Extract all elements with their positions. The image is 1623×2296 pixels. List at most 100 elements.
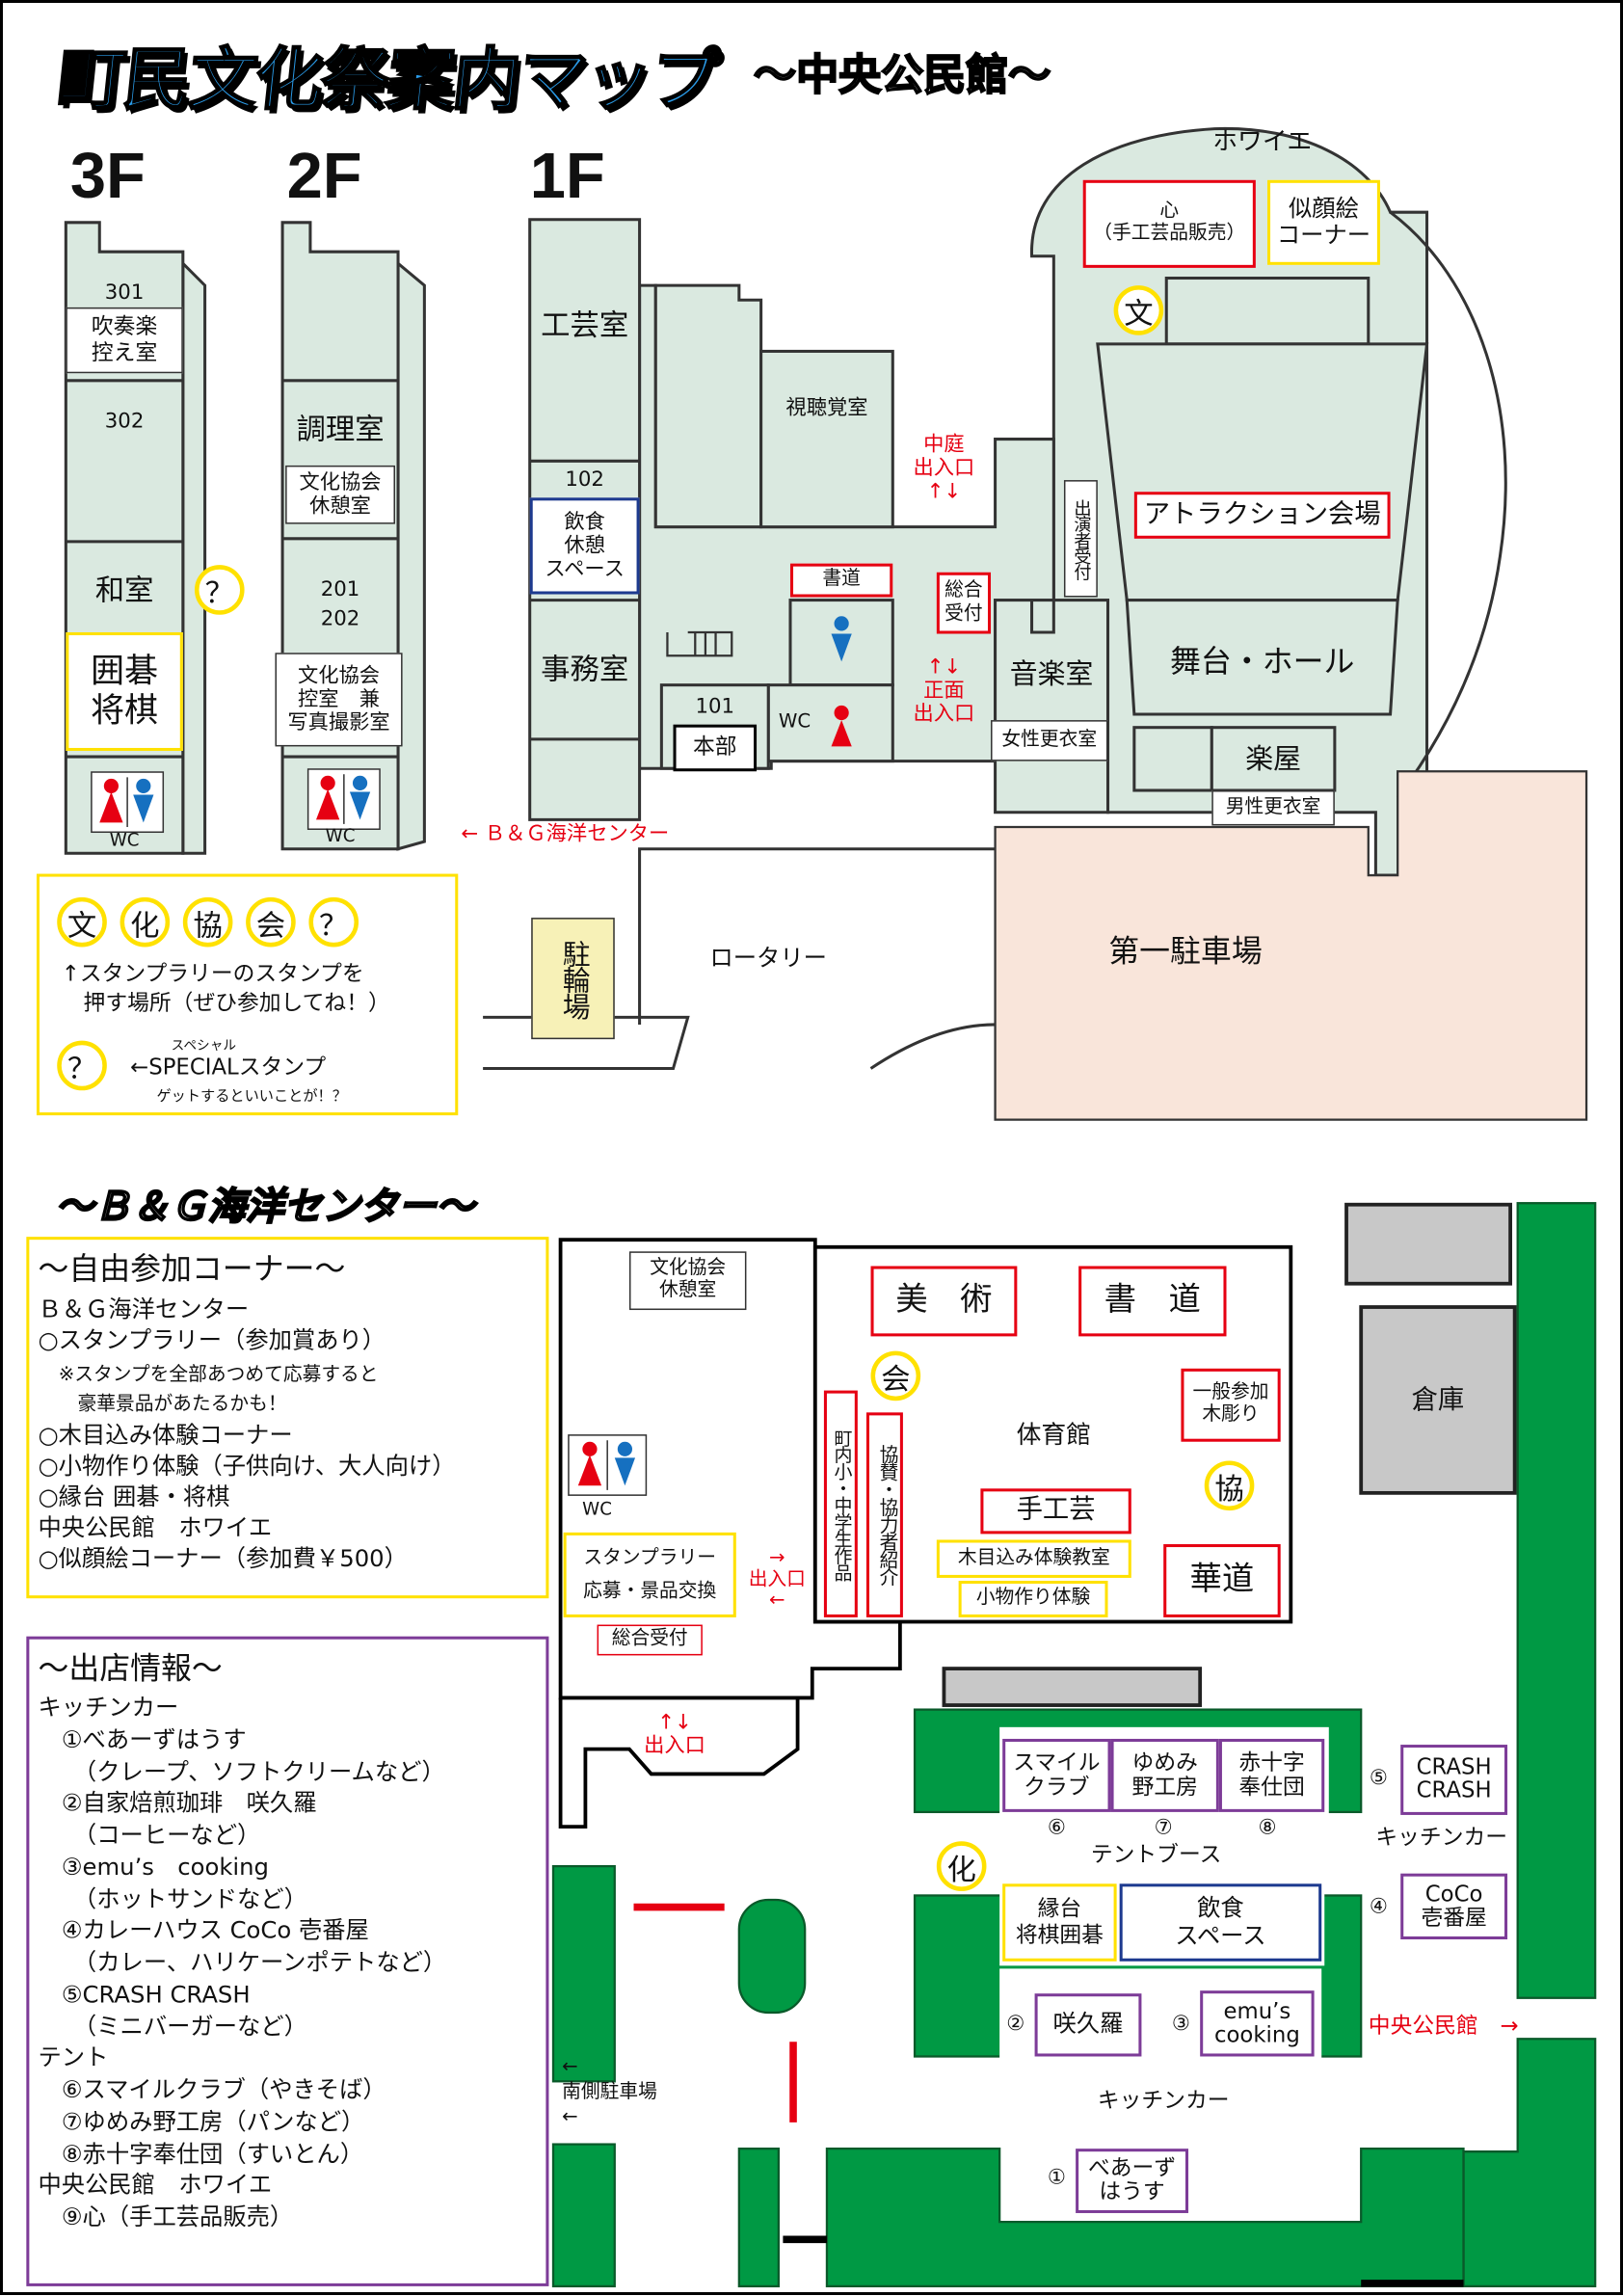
kitchen-car-label: キッチンカー	[1375, 1824, 1508, 1851]
stamp-bun: 文	[57, 896, 107, 948]
map-title: 町民文化祭案内マップ	[53, 39, 722, 120]
bicycle-parking: 駐輪場	[531, 918, 615, 1040]
stamp-kyo: 協	[182, 896, 233, 948]
kitchen-number: ④	[1369, 1895, 1388, 1919]
free-corner-note: ※スタンプを全部あつめて応募すると 豪華景品があたるかも！	[58, 1364, 379, 1415]
womens-changing-room: 女性更衣室	[991, 720, 1108, 761]
floor2-building	[280, 221, 400, 851]
floor-label-1f: 1F	[529, 140, 605, 213]
kitchen-coco-ichibanya: CoCo 壱番屋	[1400, 1873, 1508, 1940]
free-corner-lines: Ｂ＆Ｇ海洋センター ○スタンプラリー（参加賞あり）	[38, 1295, 386, 1354]
stamp-question: ？	[308, 896, 359, 948]
greenroom	[1210, 726, 1337, 792]
bg-culture-rest-room: 文化協会 休憩室	[628, 1251, 747, 1311]
direction-to-bg-center[interactable]: ← Ｂ＆Ｇ海洋センター	[461, 822, 670, 846]
room-av	[759, 349, 894, 529]
special-ruby: スペシャル	[171, 1039, 237, 1055]
direction-south-parking[interactable]: ← 南側駐車場 ←	[562, 2056, 657, 2128]
shop-info-box: ～出店情報～ キッチンカー ①べあーずはうす （クレープ、ソフトクリームなど） …	[26, 1636, 549, 2286]
wc-label: WC	[582, 1499, 612, 1520]
tent-smile-club: スマイル クラブ	[1002, 1738, 1111, 1812]
cooking-room: 調理室	[296, 410, 385, 446]
stamp-kai: 会	[246, 896, 296, 948]
bg-main-entrance: ↑↓ 出入口	[644, 1710, 705, 1758]
wc-icon	[91, 771, 165, 834]
tent-number: ⑦	[1154, 1816, 1173, 1840]
stage-hall-label: 舞台・ホール	[1170, 644, 1355, 680]
kitchen-sakura: 咲久羅	[1034, 1993, 1142, 2057]
wc-label: WC	[109, 830, 140, 851]
floor-label-3f: 3F	[69, 140, 146, 213]
foyer-arc	[1389, 210, 1507, 799]
attraction-venue: アトラクション会場	[1133, 492, 1391, 539]
stamp-special: ？	[57, 1040, 107, 1091]
free-participation-box: ～自由参加コーナー～ Ｂ＆Ｇ海洋センター ○スタンプラリー（参加賞あり） ※スタ…	[26, 1237, 549, 1599]
wc-person-icons	[831, 616, 852, 747]
map-subtitle: ～中央公民館～	[753, 49, 1051, 101]
attraction-hall	[1096, 342, 1429, 602]
courtyard-entrance: 中庭 出入口 ↑↓	[913, 433, 975, 504]
free-corner-title: ～自由参加コーナー～	[38, 1251, 346, 1287]
room-west-block	[653, 283, 763, 529]
portrait-corner: 似顔絵 コーナー	[1267, 179, 1380, 265]
stamp-kyo: 協	[1204, 1460, 1255, 1511]
parking-lot-1-label: 第一駐車場	[1108, 933, 1263, 970]
music-room-label: 音楽室	[1009, 658, 1094, 691]
tent-number: ⑧	[1258, 1816, 1277, 1840]
bg-eating-space: 飲食 スペース	[1119, 1883, 1322, 1962]
shop-info-title: ～出店情報～	[38, 1650, 223, 1687]
bg-general-reception: 総合受付	[597, 1624, 703, 1656]
floor3-side	[181, 259, 207, 855]
culture-rest-room: 文化協会 休憩室	[285, 465, 395, 524]
bg-entrance	[558, 1697, 800, 1829]
wc-icon	[306, 768, 381, 830]
performer-reception: 出演者受付	[1063, 480, 1098, 598]
stamp-explanation: ↑スタンプラリーのスタンプを 押す場所（ぜひ参加してね！）	[61, 960, 390, 1017]
sponsors-exhibit: 協賛・協力者紹介	[865, 1412, 903, 1617]
stamp-rally-exchange: スタンプラリー 応募・景品交換	[563, 1532, 736, 1617]
room-101: 101	[695, 695, 735, 719]
kitchen-number: ②	[1006, 2012, 1025, 2037]
kitchen-emus-cooking: emu’s cooking	[1200, 1990, 1315, 2057]
flower-arrangement-exhibit: 華道	[1163, 1544, 1281, 1617]
general-reception: 総合 受付	[936, 572, 992, 634]
stamp-ka: 化	[120, 896, 171, 948]
tent-number: ⑥	[1047, 1816, 1066, 1840]
room-201: 201	[320, 577, 360, 602]
shogi-go-bench: 縁台 将棋囲碁	[1002, 1883, 1117, 1962]
band-waiting-room: 吹奏楽 控え室	[66, 307, 183, 374]
kimekomi-workshop: 木目込み体験教室	[936, 1539, 1131, 1578]
calligraphy-room: 書道	[789, 563, 893, 598]
go-shogi-room: 囲碁 将棋	[66, 631, 183, 751]
greenroom-label: 楽屋	[1245, 743, 1301, 776]
stamp-special: ？	[194, 565, 245, 615]
kitchen-number: ⑤	[1369, 1766, 1388, 1791]
wc-label: WC	[325, 825, 356, 846]
shed	[1344, 1202, 1512, 1286]
hall-upper-room	[1164, 276, 1370, 346]
school-works-exhibit: 町内小・中学生作品	[823, 1390, 858, 1617]
kitchen-car-label: キッチンカー	[1097, 2087, 1230, 2115]
direction-to-community-center[interactable]: 中央公民館 →	[1368, 2012, 1519, 2040]
wc-label: WC	[778, 710, 812, 734]
storage-label: 倉庫	[1411, 1383, 1465, 1415]
bg-side-entrance: → 出入口 ←	[748, 1546, 806, 1613]
av-room: 視聴覚室	[785, 396, 868, 420]
floor2-side	[396, 260, 426, 851]
kokoro-booth: 心 （手工芸品販売）	[1082, 179, 1256, 268]
tent-booth-label: テントブース	[1090, 1841, 1222, 1869]
headquarters: 本部	[673, 724, 758, 772]
handcraft-exhibit: 手工芸	[980, 1488, 1131, 1535]
music-room	[994, 599, 1110, 814]
shop-info-list: キッチンカー ①べあーずはうす （クレープ、ソフトクリームなど） ②自家焙煎珈琲…	[38, 1693, 447, 2231]
special-stamp-note: ゲットするといいことが！？	[156, 1088, 347, 1106]
canopy	[942, 1667, 1203, 1707]
mens-changing-room: 男性更衣室	[1211, 789, 1335, 826]
room-102: 102	[565, 467, 604, 493]
stamp-legend: 文 化 協 会 ？ ↑スタンプラリーのスタンプを 押す場所（ぜひ参加してね！） …	[36, 873, 459, 1116]
special-stamp-label: ←SPECIALスタンプ	[130, 1054, 327, 1081]
stamp-bun: 文	[1113, 285, 1164, 335]
art-exhibit: 美 術	[870, 1266, 1018, 1337]
